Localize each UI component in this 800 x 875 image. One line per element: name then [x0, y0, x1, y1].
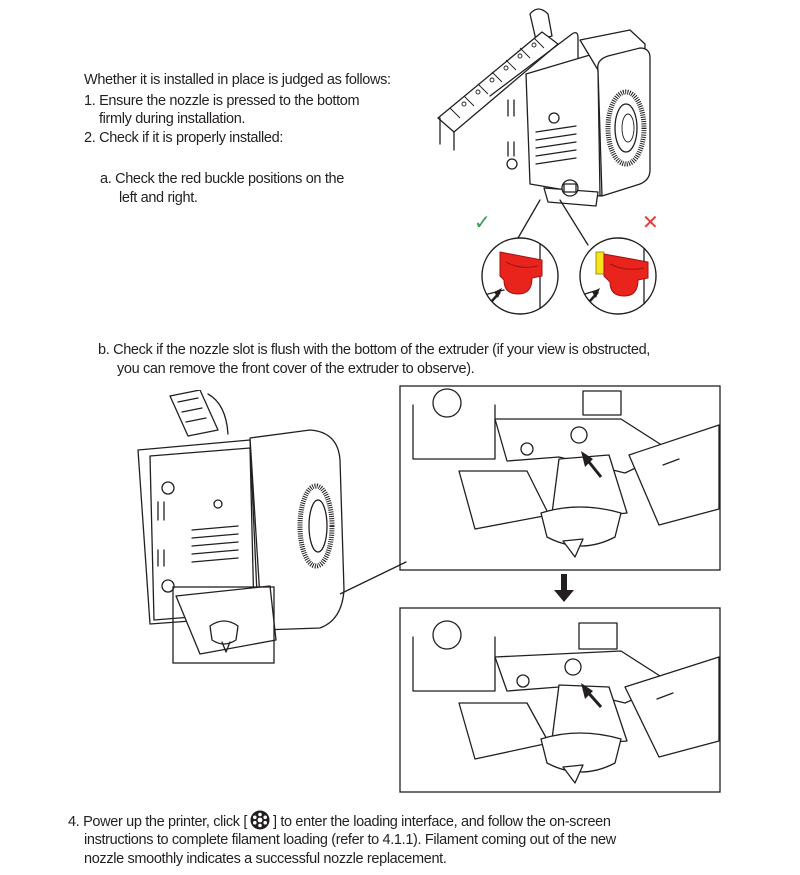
extruder-body	[506, 29, 651, 207]
nozzle-detail-before	[399, 385, 721, 571]
step-4-line-1-start: 4. Power up the printer, click [	[68, 814, 247, 830]
step-4-line-3: nozzle smoothly indicates a successful n…	[84, 851, 447, 867]
step-1-line-1: 1. Ensure the nozzle is pressed to the b…	[84, 93, 360, 109]
filament-loading-icon	[250, 810, 270, 830]
extruder-side-illustration	[130, 390, 360, 670]
step-4-line-2: instructions to complete filament loadin…	[84, 832, 616, 848]
callout-connector	[340, 561, 407, 595]
nozzle-detail-after	[399, 607, 721, 793]
step-2a-line-2: left and right.	[119, 190, 198, 206]
nozzle-highlight-box	[172, 586, 275, 664]
red-buckle	[603, 253, 649, 297]
step-1-line-2: firmly during installation.	[99, 111, 246, 127]
down-arrow-icon	[554, 574, 574, 602]
buckle-correct-detail	[480, 236, 560, 316]
yellow-gap	[595, 251, 605, 275]
buckle-wrong-detail	[578, 236, 658, 316]
red-buckle	[499, 251, 543, 295]
correct-check-icon: ✓	[474, 212, 491, 234]
step-4-line-1: 4. Power up the printer, click [ ] to en…	[68, 810, 611, 832]
step-4-line-1-end: ] to enter the loading interface, and fo…	[273, 814, 611, 830]
step-2b-line-1: b. Check if the nozzle slot is flush wit…	[98, 342, 650, 358]
step-2a-line-1: a. Check the red buckle positions on the	[100, 171, 344, 187]
extruder-top-illustration	[430, 0, 690, 215]
cable-chain	[437, 8, 579, 151]
wrong-cross-icon: ✕	[642, 212, 659, 234]
step-2-heading: 2. Check if it is properly installed:	[84, 130, 283, 146]
intro-heading: Whether it is installed in place is judg…	[84, 72, 391, 88]
step-2b-line-2: you can remove the front cover of the ex…	[117, 361, 475, 377]
